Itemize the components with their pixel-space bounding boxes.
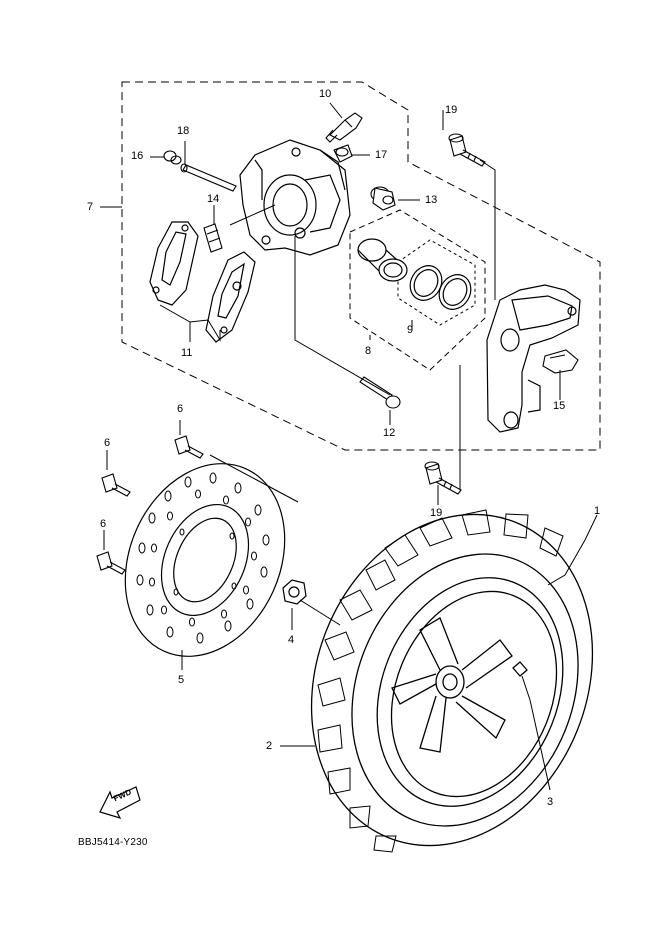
- callout-14: 14: [207, 193, 220, 205]
- pin-18: [180, 163, 237, 192]
- callout-6c: 6: [100, 518, 107, 530]
- disc-bolt-6c: [96, 551, 126, 575]
- fwd-arrow: [99, 786, 141, 819]
- brake-pad-outer: [205, 251, 256, 343]
- bolt-19-bottom: [424, 461, 462, 495]
- callout-2: 2: [266, 740, 273, 752]
- pad-spring-14: [203, 223, 223, 253]
- piston: [357, 238, 408, 282]
- seal-kit-boundary: [349, 209, 486, 371]
- callout-19a: 19: [445, 104, 458, 116]
- caliper-bracket: [486, 284, 581, 433]
- seal-ring-2: [438, 274, 472, 310]
- caliper-body: [239, 139, 351, 256]
- callout-10: 10: [319, 88, 332, 100]
- bolt-19-top: [448, 133, 486, 167]
- diagram-code: BBJ5414-Y230: [78, 837, 148, 848]
- seal-ring-1: [409, 265, 443, 301]
- callout-13: 13: [425, 194, 438, 206]
- axle-nut: [282, 579, 307, 605]
- callout-5: 5: [178, 674, 185, 686]
- leader-lines: [100, 102, 598, 791]
- callout-6b: 6: [104, 437, 111, 449]
- callout-7: 7: [87, 201, 94, 213]
- brake-pad-inner: [149, 221, 199, 306]
- boot-13: [370, 186, 396, 211]
- brake-disc: [124, 463, 286, 657]
- caliper-assembly-boundary: [121, 81, 601, 451]
- pad-support-15: [542, 349, 579, 374]
- cap-17: [333, 144, 353, 163]
- disc-bolt-6a: [174, 435, 204, 459]
- callout-8: 8: [365, 345, 372, 357]
- callout-12: 12: [383, 427, 396, 439]
- callout-15: 15: [553, 400, 566, 412]
- callout-6a: 6: [177, 403, 184, 415]
- callout-4: 4: [288, 634, 295, 646]
- cap-16: [163, 150, 182, 165]
- callout-3: 3: [547, 796, 554, 808]
- callout-11: 11: [181, 347, 193, 359]
- disc-bolt-6b: [101, 473, 131, 497]
- callout-1: 1: [594, 505, 601, 517]
- seal-sub-boundary: [397, 239, 476, 326]
- callout-16: 16: [131, 150, 144, 162]
- bleed-screw: [325, 112, 363, 143]
- wheel-assembly: [310, 509, 594, 853]
- callout-9: 9: [407, 324, 414, 336]
- callout-18: 18: [177, 125, 190, 137]
- callout-17: 17: [375, 149, 388, 161]
- callout-19b: 19: [430, 507, 443, 519]
